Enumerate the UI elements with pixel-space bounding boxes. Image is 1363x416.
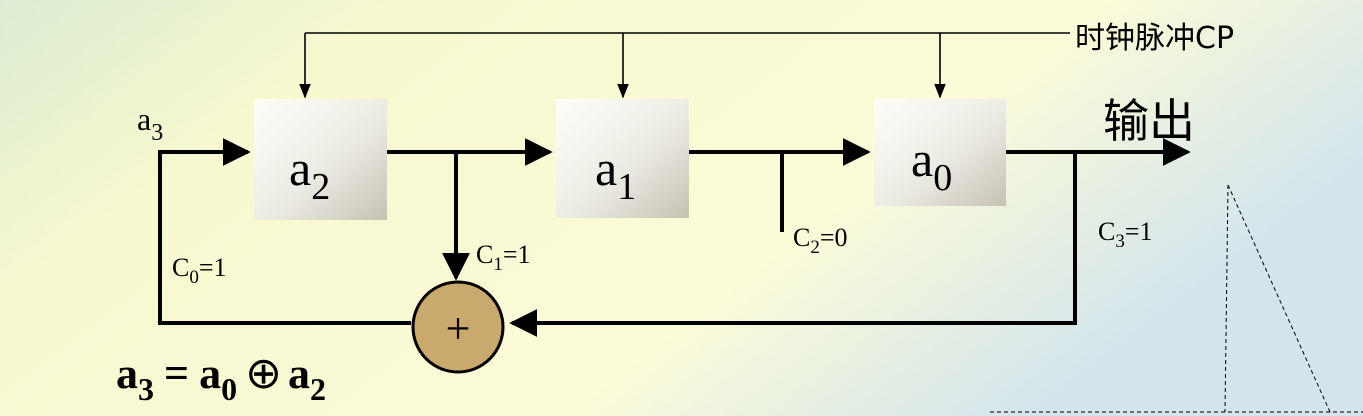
xor-symbol: + <box>446 304 471 353</box>
eq-equals: = <box>164 349 189 398</box>
coef-c1-sub: 1 <box>493 254 503 275</box>
eq-xor-op: ⊕ <box>245 348 282 399</box>
svg-text:a2: a2 <box>289 140 330 208</box>
svg-text:a0: a0 <box>911 131 952 199</box>
coef-c1: C1=1 <box>476 240 531 275</box>
input-label-base: a <box>137 101 151 137</box>
register-a2: a2 <box>254 99 387 220</box>
register-a2-sub: 2 <box>311 166 330 208</box>
dashed-callout <box>990 184 1363 413</box>
register-a1-base: a <box>595 140 617 196</box>
register-a0-sub: 0 <box>933 157 952 199</box>
output-label: 输出 <box>1103 94 1195 148</box>
eq-t1-sub: 0 <box>221 371 237 407</box>
clock-label: 时钟脉冲CP <box>1075 21 1234 56</box>
coef-c2-base: C <box>793 223 810 252</box>
coef-c2-val: =0 <box>820 223 848 252</box>
coef-c3-sub: 3 <box>1115 231 1125 252</box>
coef-c2: C2=0 <box>793 223 848 258</box>
eq-lhs-sub: 3 <box>138 371 154 407</box>
register-a1-sub: 1 <box>617 166 636 208</box>
eq-t2-sub: 2 <box>310 371 326 407</box>
svg-text:a1: a1 <box>595 140 636 208</box>
register-a1: a1 <box>556 99 689 218</box>
eq-t2-base: a <box>288 349 310 398</box>
coef-c1-val: =1 <box>503 240 531 269</box>
eq-t1-base: a <box>199 349 221 398</box>
input-label: a3 <box>137 101 163 146</box>
coef-c3-val: =1 <box>1125 217 1153 246</box>
register-a0: a0 <box>874 99 1006 206</box>
coef-c2-sub: 2 <box>810 237 820 258</box>
coef-c3-base: C <box>1098 217 1115 246</box>
coef-c0-base: C <box>172 253 189 282</box>
register-a0-base: a <box>911 131 933 187</box>
coef-c0-sub: 0 <box>189 267 199 288</box>
eq-lhs-base: a <box>116 349 138 398</box>
data-path <box>158 138 1191 337</box>
clock-bus <box>299 32 1070 99</box>
coef-c1-base: C <box>476 240 493 269</box>
coef-c0-val: =1 <box>199 253 227 282</box>
register-a2-base: a <box>289 140 311 196</box>
input-label-sub: 3 <box>151 120 163 146</box>
feedback-equation: a3=a0⊕a2 <box>116 348 326 407</box>
coef-c3: C3=1 <box>1098 217 1153 252</box>
coef-c0: C0=1 <box>172 253 227 288</box>
xor-adder: + <box>411 280 505 374</box>
